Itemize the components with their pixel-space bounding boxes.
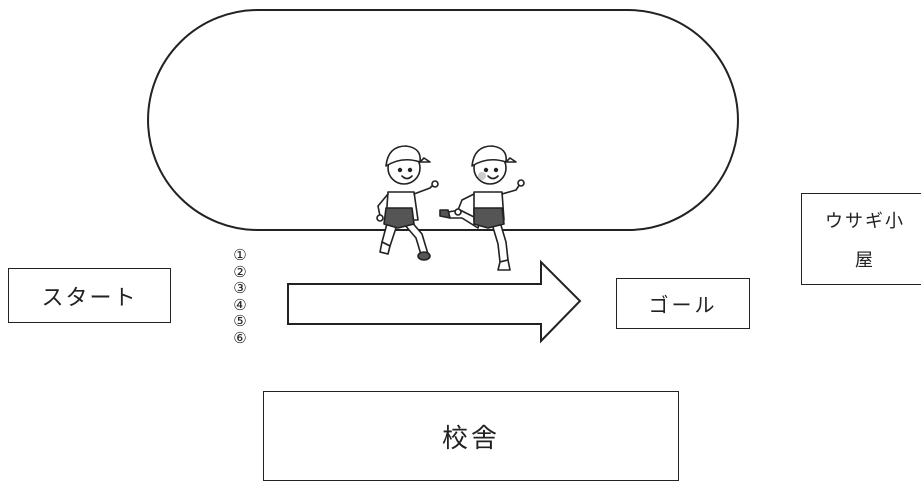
lane-number-list: ① ② ③ ④ ⑤ ⑥ xyxy=(230,247,250,346)
school-building-box: 校舎 xyxy=(263,391,679,481)
school-building-label: 校舎 xyxy=(441,423,500,454)
goal-label: ゴール xyxy=(648,293,718,317)
start-label: スタート xyxy=(41,285,138,311)
running-child-icon xyxy=(376,145,439,261)
rabbit-hutch-box: ウサギ小 屋 xyxy=(801,193,921,285)
lane-number: ④ xyxy=(233,295,247,314)
lane-number: ③ xyxy=(233,279,247,297)
lane-number: ⑤ xyxy=(233,312,247,330)
rabbit-hutch-label-line-2: 屋 xyxy=(855,249,875,271)
lane-number: ① xyxy=(233,246,247,264)
running-child-icon xyxy=(439,145,525,271)
right-arrow-icon xyxy=(287,259,582,344)
lane-number: ⑥ xyxy=(233,328,247,347)
goal-box: ゴール xyxy=(616,278,750,329)
rabbit-hutch-label-line-1: ウサギ小 xyxy=(825,210,905,232)
lane-number: ② xyxy=(233,262,247,281)
running-track xyxy=(147,9,739,231)
start-box: スタート xyxy=(8,268,171,323)
